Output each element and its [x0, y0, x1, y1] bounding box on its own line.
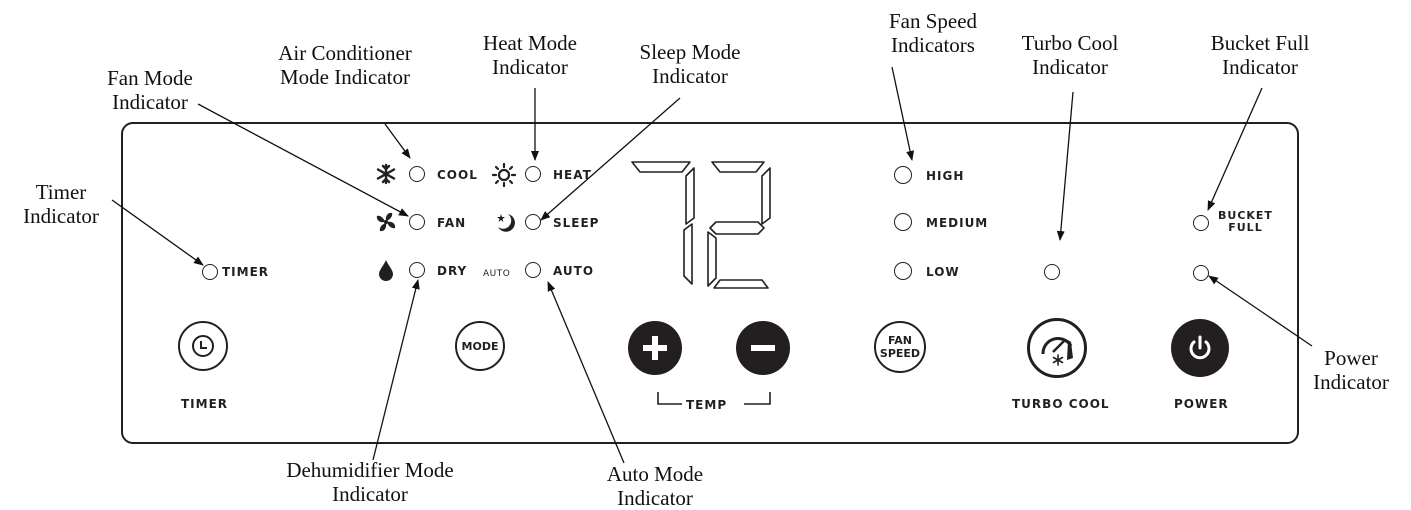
timer-indicator-label: TIMER	[222, 265, 270, 279]
callout-fan-speed-indicators: Fan Speed Indicators	[888, 9, 978, 57]
timer-button[interactable]	[178, 321, 228, 371]
power-button[interactable]	[1171, 319, 1229, 377]
sleep-mode-led	[525, 214, 541, 230]
turbo-cool-button[interactable]	[1027, 318, 1087, 378]
arrow-timer	[111, 199, 204, 266]
moon-star-icon	[497, 214, 515, 232]
dry-mode-label: DRY	[437, 264, 468, 278]
cool-mode-label: COOL	[437, 168, 478, 182]
plus-icon	[643, 336, 667, 360]
arrow-fan-speed	[891, 66, 915, 161]
arrow-dehumidifier	[372, 279, 420, 461]
arrow-ac-mode	[384, 123, 411, 159]
callout-fan-mode-indicator: Fan Mode Indicator	[107, 66, 193, 114]
callout-auto-mode-indicator: Auto Mode Indicator	[606, 462, 704, 510]
temperature-display: 72	[631, 161, 771, 289]
bucket-full-led	[1193, 215, 1209, 231]
control-panel-frame	[121, 122, 1299, 444]
fan-speed-high-led	[894, 166, 912, 184]
fan-speed-low-label: LOW	[926, 265, 960, 279]
arrow-sleep-mode	[540, 97, 681, 221]
heat-mode-led	[525, 166, 541, 182]
clock-icon	[192, 335, 214, 357]
callout-bucket-full-indicator: Bucket Full Indicator	[1210, 31, 1310, 79]
snowflake-icon	[376, 163, 396, 185]
callout-sleep-mode-indicator: Sleep Mode Indicator	[639, 40, 741, 88]
timer-led	[202, 264, 218, 280]
power-button-label: POWER	[1174, 397, 1229, 411]
temp-down-button[interactable]	[736, 321, 790, 375]
arrow-auto-mode	[547, 281, 625, 464]
callout-dehumidifier-mode-indicator: Dehumidifier Mode Indicator	[286, 458, 454, 506]
temp-label: TEMP	[686, 398, 728, 412]
fan-speed-medium-led	[894, 213, 912, 231]
bucket-full-label: BUCKET FULL	[1218, 209, 1273, 234]
auto-mode-led	[525, 262, 541, 278]
timer-button-label: TIMER	[181, 397, 229, 411]
fan-speed-high-label: HIGH	[926, 169, 965, 183]
water-drop-icon	[379, 260, 393, 281]
fan-icon	[376, 212, 396, 232]
auto-mode-label: AUTO	[553, 264, 595, 278]
turbo-cool-button-label: TURBO COOL	[1012, 397, 1110, 411]
temp-bracket	[657, 392, 771, 405]
arrow-bucket-full	[1207, 87, 1263, 211]
fan-speed-button[interactable]: FAN SPEED	[874, 321, 926, 373]
dry-mode-led	[409, 262, 425, 278]
mode-button[interactable]: MODE	[455, 321, 505, 371]
arrow-turbo-cool	[1056, 91, 1074, 241]
fan-mode-led	[409, 214, 425, 230]
fan-speed-medium-label: MEDIUM	[926, 216, 989, 230]
mode-button-label: MODE	[461, 339, 499, 353]
power-led	[1193, 265, 1209, 281]
callout-power-indicator: Power Indicator	[1313, 346, 1389, 394]
callout-turbo-cool-indicator: Turbo Cool Indicator	[1021, 31, 1119, 79]
heat-mode-label: HEAT	[553, 168, 592, 182]
callout-timer-indicator: Timer Indicator	[23, 180, 99, 228]
cool-mode-led	[409, 166, 425, 182]
arrow-fan-mode	[197, 103, 409, 217]
callout-ac-mode-indicator: Air Conditioner Mode Indicator	[278, 41, 412, 89]
auto-glyph-label: AUTO	[483, 269, 511, 279]
gauge-snowflake-icon	[1041, 336, 1073, 366]
temp-up-button[interactable]	[628, 321, 682, 375]
arrow-power	[1208, 275, 1313, 347]
turbo-cool-led	[1044, 264, 1060, 280]
fan-speed-low-led	[894, 262, 912, 280]
sleep-mode-label: SLEEP	[553, 216, 600, 230]
fan-mode-label: FAN	[437, 216, 467, 230]
callout-heat-mode-indicator: Heat Mode Indicator	[483, 31, 577, 79]
power-icon	[1189, 335, 1211, 360]
minus-icon	[751, 345, 775, 351]
fan-speed-button-label: FAN SPEED	[879, 334, 921, 360]
sun-icon	[492, 163, 516, 187]
